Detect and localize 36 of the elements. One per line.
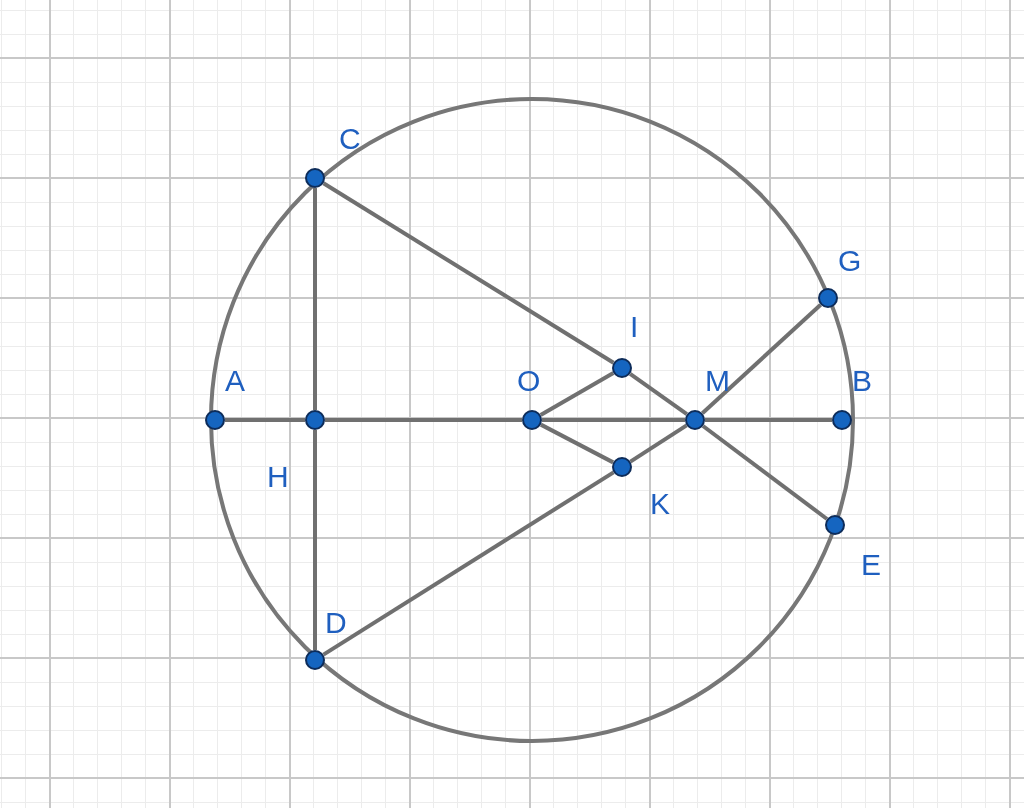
point-label: C: [339, 124, 361, 154]
line-segment: [542, 418, 685, 422]
line-segment: [701, 303, 822, 415]
point-label: D: [325, 608, 347, 638]
line-segment: [539, 371, 615, 417]
point-dot: [818, 288, 838, 308]
line-segment: [701, 424, 829, 521]
point-dot: [305, 168, 325, 188]
line-segment: [325, 418, 522, 422]
point-dot: [205, 410, 225, 430]
point-label: B: [852, 366, 872, 396]
line-segment: [629, 423, 688, 464]
point-label: O: [517, 366, 541, 396]
point-label: M: [705, 366, 730, 396]
point-dot: [522, 410, 542, 430]
line-segment: [628, 372, 689, 416]
line-segment: [225, 418, 305, 422]
point-dot: [305, 650, 325, 670]
line-segment: [322, 181, 615, 365]
line-segment: [313, 430, 317, 650]
point-label: H: [267, 462, 289, 492]
point-label: A: [225, 366, 245, 396]
point-dot: [612, 358, 632, 378]
line-segment: [539, 422, 615, 465]
line-segment: [322, 470, 615, 657]
line-segment: [705, 418, 832, 422]
point-dot: [685, 410, 705, 430]
point-label: E: [861, 550, 881, 580]
point-dot: [832, 410, 852, 430]
point-dot: [612, 457, 632, 477]
point-label: G: [838, 246, 862, 276]
point-dot: [825, 515, 845, 535]
point-dot: [305, 410, 325, 430]
point-label: I: [630, 312, 639, 342]
point-label: K: [650, 489, 670, 519]
line-segment: [313, 188, 317, 410]
